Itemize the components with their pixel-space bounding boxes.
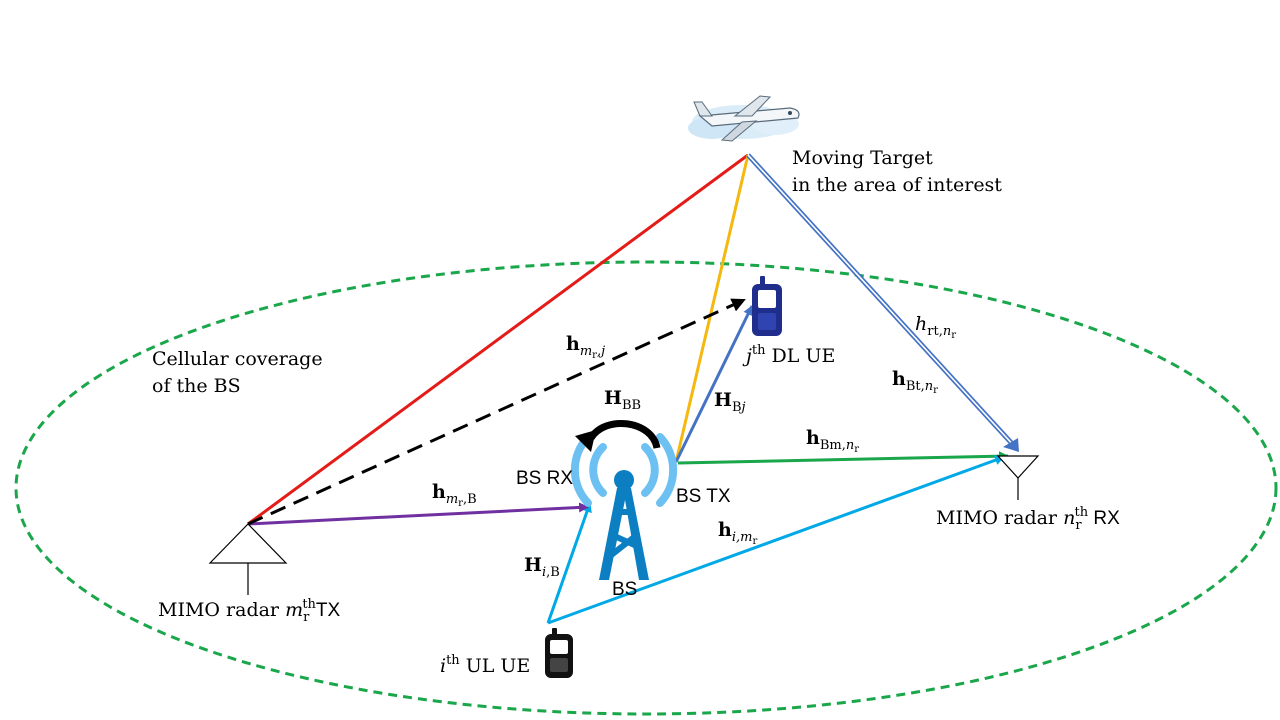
bs-tx-label: BS TX bbox=[676, 486, 731, 507]
ul-ue-to-radar-rx-link bbox=[547, 455, 1005, 625]
radar-to-target-link bbox=[247, 153, 749, 526]
bs-rx-label: BS RX bbox=[516, 468, 573, 489]
airplane-icon bbox=[688, 95, 800, 142]
coverage-label-line1: Cellular coverage bbox=[152, 348, 323, 370]
target-label-line1: Moving Target bbox=[792, 147, 933, 169]
self-interference-arrow-icon bbox=[575, 420, 661, 452]
coverage-label-line2: of the BS bbox=[152, 375, 241, 397]
channel-h-bm-nr-label: hBm,nr bbox=[806, 427, 859, 455]
dl-ue-label: jth DL UE bbox=[742, 343, 835, 367]
radar-tx-antenna-icon bbox=[208, 523, 288, 595]
h-bb-label: HBB bbox=[604, 387, 641, 413]
target-label-line2: in the area of interest bbox=[792, 174, 1002, 196]
coverage-ellipse bbox=[14, 260, 1278, 716]
bs-tower-icon bbox=[570, 433, 678, 580]
channel-h-bj-label: HBj bbox=[714, 389, 746, 415]
channel-h-mr-b-label: hmr,B bbox=[432, 481, 477, 509]
radar-rx-antenna-icon bbox=[996, 455, 1040, 500]
bs-label: BS bbox=[612, 579, 637, 600]
channel-h-bt-nr-label: hBt,nr bbox=[892, 368, 938, 396]
radar-tx-to-dl-ue-link bbox=[247, 298, 746, 526]
bs-to-dl-ue-link bbox=[674, 305, 754, 463]
dl-ue-phone-icon bbox=[752, 276, 782, 336]
target-to-radar-rx-link bbox=[746, 153, 1019, 452]
radar-tx-label: MIMO radar mrthTX bbox=[158, 597, 341, 625]
bs-to-radar-rx-link bbox=[677, 451, 1009, 465]
bs-to-target-link bbox=[674, 154, 750, 463]
ul-ue-phone-icon bbox=[545, 628, 573, 678]
radar-rx-label: MIMO radar nrth RX bbox=[936, 505, 1120, 533]
channel-h-i-b-label: Hi,B bbox=[524, 554, 560, 580]
ul-ue-label: ith UL UE bbox=[440, 653, 530, 677]
ul-ue-to-bs-rx-link bbox=[546, 502, 592, 624]
channel-h-mr-j-label: hmr,j bbox=[566, 333, 605, 361]
channel-h-rt-nr-label: hrt,nr bbox=[915, 313, 956, 341]
radar-tx-to-bs-rx-link bbox=[247, 502, 589, 526]
channel-h-i-mr-label: hi,mr bbox=[718, 519, 757, 547]
